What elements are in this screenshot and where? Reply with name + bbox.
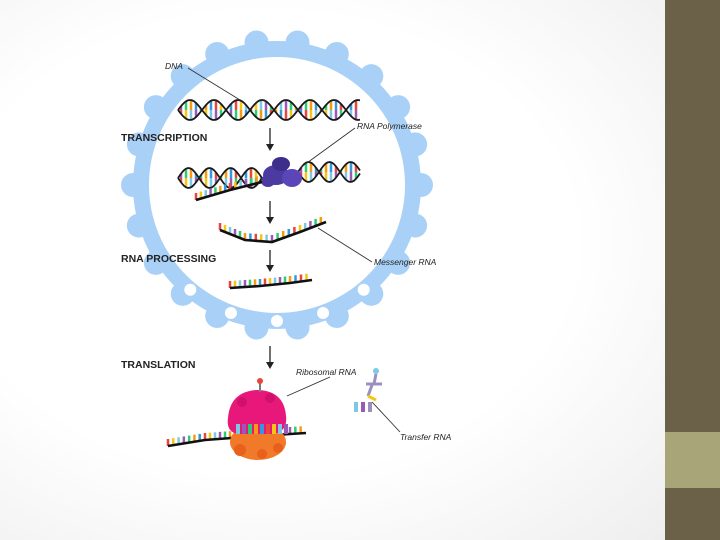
membrane-pore — [357, 283, 370, 296]
label-pointer-lines — [187, 67, 401, 433]
transfer-rna-molecule — [354, 368, 382, 412]
membrane-scallop — [205, 303, 230, 328]
membrane-scallop — [403, 213, 428, 238]
dna-double-helix — [177, 99, 361, 121]
membrane-scallop — [386, 95, 411, 120]
membrane-scallop — [359, 64, 384, 89]
label-transfer-rna: Transfer RNA — [400, 432, 452, 442]
membrane-pore — [184, 283, 197, 296]
trna-anticodon — [236, 424, 240, 434]
membrane-pore — [271, 315, 283, 327]
rna-polymerase-shape — [261, 157, 302, 187]
trna-anticodon — [260, 424, 264, 434]
membrane-scallop — [285, 30, 310, 55]
arrows — [266, 128, 274, 369]
membrane-scallop — [205, 42, 230, 67]
sidebar-accent-panel — [665, 432, 720, 488]
membrane-scallop — [121, 173, 145, 197]
rna-backbone — [195, 180, 263, 202]
nascent-rna-strand — [194, 176, 263, 202]
membrane-scallop — [386, 250, 411, 275]
label-rna-processing: RNA PROCESSING — [121, 253, 216, 265]
membrane-scallop — [126, 132, 151, 157]
trna-anticodon — [248, 424, 252, 434]
gene-expression-diagram: DNA TRANSCRIPTION RNA Polymerase RNA PRO… — [121, 30, 452, 460]
membrane-scallop — [244, 315, 269, 340]
pre-mrna-strand — [218, 217, 327, 244]
dna-backbone — [177, 99, 361, 121]
label-messenger-rna: Messenger RNA — [374, 257, 437, 267]
sidebar-dark-panel-bottom — [665, 488, 720, 540]
membrane-scallop — [170, 64, 195, 89]
membrane-pore — [317, 306, 330, 319]
trna-anticodon — [266, 424, 270, 434]
membrane-scallop — [143, 95, 168, 120]
membrane-scallop — [324, 42, 349, 67]
trna-anticodon — [242, 424, 246, 434]
membrane-scallop — [143, 250, 168, 275]
rna-backbone — [229, 278, 313, 290]
processed-mrna-strand — [228, 273, 313, 290]
trna-anticodon — [272, 424, 276, 434]
trna-anticodon — [284, 424, 288, 434]
membrane-scallop — [403, 132, 428, 157]
dna-backbone — [297, 161, 361, 183]
trna-anticodon — [254, 424, 258, 434]
membrane-scallop — [409, 173, 433, 197]
trna-anticodon — [278, 424, 282, 434]
sidebar-dark-panel-top — [665, 0, 720, 432]
ribosome-trna-rungs — [236, 424, 288, 434]
membrane-scallop — [324, 303, 349, 328]
ribosome — [227, 378, 288, 460]
membrane-scallop — [285, 315, 310, 340]
membrane-pore — [224, 306, 237, 319]
membrane-scallop — [126, 213, 151, 238]
label-translation: TRANSLATION — [121, 359, 195, 371]
label-transcription: TRANSCRIPTION — [121, 132, 207, 144]
dna-backbone — [177, 99, 361, 121]
label-ribosomal-rna: Ribosomal RNA — [296, 367, 357, 377]
rna-backbone — [219, 220, 327, 244]
label-rna-polymerase: RNA Polymerase — [357, 121, 422, 131]
membrane-scallop — [244, 30, 269, 55]
cell-membrane — [121, 30, 433, 340]
label-dna: DNA — [165, 61, 183, 71]
